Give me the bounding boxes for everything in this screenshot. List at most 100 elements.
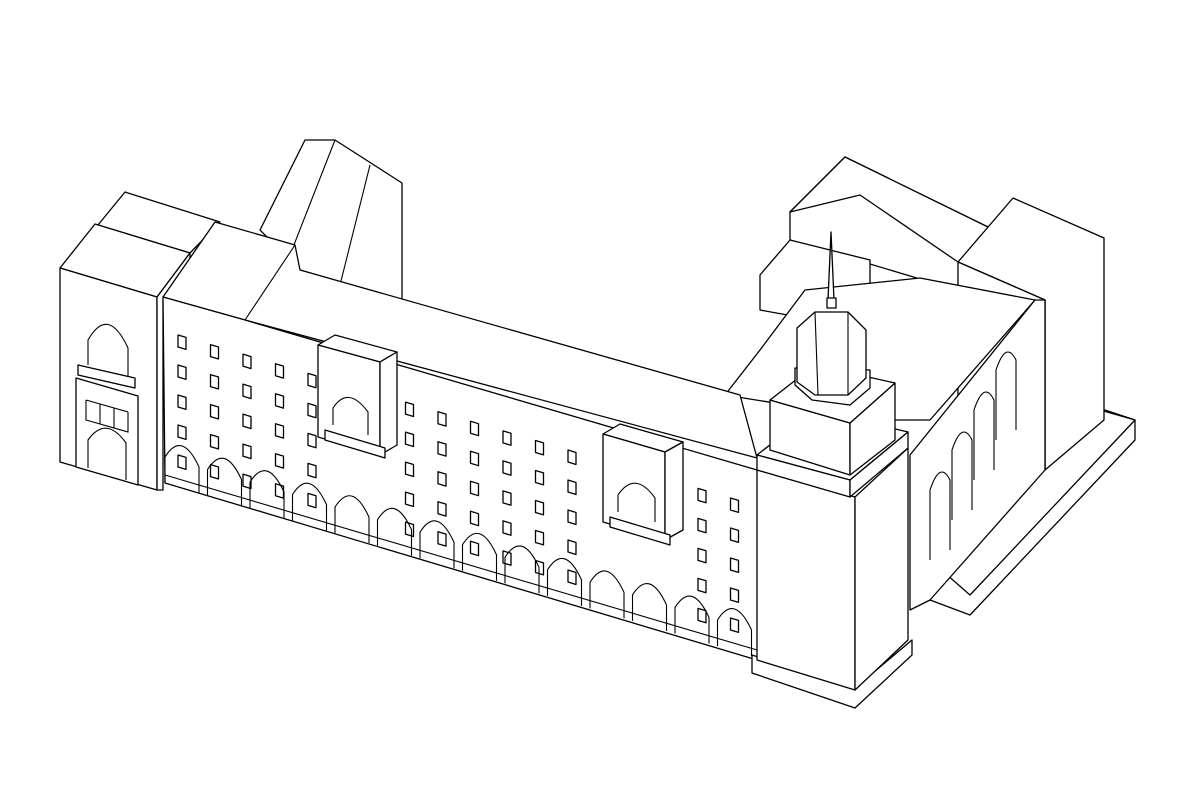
window <box>276 424 284 438</box>
window <box>568 450 576 464</box>
window <box>731 528 739 542</box>
window <box>731 498 739 512</box>
dormer-1-arch <box>333 397 368 435</box>
window <box>178 365 186 379</box>
right-wing-arch <box>996 352 1016 440</box>
left-door-arch <box>88 428 126 480</box>
window <box>178 395 186 409</box>
window <box>471 541 479 555</box>
window <box>276 364 284 378</box>
arcade-arch <box>335 496 369 543</box>
dome-facets <box>815 312 848 395</box>
window <box>568 480 576 494</box>
window <box>438 472 446 486</box>
window <box>211 435 219 449</box>
window <box>178 455 186 469</box>
window <box>178 335 186 349</box>
left-upper-arch <box>88 324 128 378</box>
left-end-block <box>60 192 220 490</box>
main-block <box>163 222 1016 669</box>
window <box>178 425 186 439</box>
arcade-arch <box>208 458 242 505</box>
right-wing-arch <box>974 392 994 480</box>
window <box>731 588 739 602</box>
arcade-arch <box>505 546 539 593</box>
arcade-arch <box>633 584 667 631</box>
window <box>243 384 251 398</box>
window <box>568 570 576 584</box>
window <box>406 522 414 536</box>
window <box>406 492 414 506</box>
window <box>211 405 219 419</box>
window <box>211 375 219 389</box>
left-door-frame <box>76 378 138 485</box>
dormer-2-balcony <box>610 517 670 545</box>
window <box>698 488 706 502</box>
window <box>536 470 544 484</box>
window <box>471 511 479 525</box>
window <box>406 402 414 416</box>
left-balcony <box>78 365 135 388</box>
tower-front <box>757 470 855 690</box>
arcade <box>165 352 1016 669</box>
window <box>503 491 511 505</box>
back-tall-block-edges <box>290 140 370 285</box>
window <box>243 474 251 488</box>
window <box>211 345 219 359</box>
dormer-2 <box>603 424 683 545</box>
tower-side <box>855 448 908 690</box>
window <box>536 500 544 514</box>
window <box>503 461 511 475</box>
arcade-arch <box>293 483 327 530</box>
window <box>503 551 511 565</box>
arcade-base-line <box>165 475 757 650</box>
window <box>731 618 739 632</box>
dormer-1-side <box>380 352 397 455</box>
window <box>698 578 706 592</box>
window <box>406 462 414 476</box>
window <box>243 354 251 368</box>
window <box>243 444 251 458</box>
arcade-arch <box>718 609 752 656</box>
window <box>308 463 316 477</box>
window <box>438 412 446 426</box>
arcade-arch <box>420 521 454 568</box>
window <box>308 373 316 387</box>
right-wing-arch <box>952 432 972 520</box>
arcade-arch <box>378 508 412 555</box>
dormer-1-balcony <box>325 430 385 458</box>
window <box>471 481 479 495</box>
window <box>698 518 706 532</box>
arcade-arch <box>250 471 284 518</box>
window <box>503 431 511 445</box>
arcade-arch <box>675 596 709 643</box>
dormer-2-arch <box>618 483 655 522</box>
left-door-windows <box>86 400 128 432</box>
corner-tower <box>752 232 912 708</box>
right-wing-arch <box>930 472 950 560</box>
arcade-arch <box>463 533 497 580</box>
arcade-arch <box>548 558 582 605</box>
spire-base <box>827 298 836 308</box>
window <box>536 530 544 544</box>
window <box>471 421 479 435</box>
arcade-arch <box>165 446 199 493</box>
window <box>731 558 739 572</box>
arcade-arch <box>590 571 624 618</box>
window <box>406 432 414 446</box>
window <box>308 403 316 417</box>
dormer-1 <box>318 335 397 458</box>
window <box>471 451 479 465</box>
window <box>308 493 316 507</box>
window <box>211 465 219 479</box>
window <box>276 484 284 498</box>
dome <box>797 312 866 395</box>
roof-edge <box>245 245 295 320</box>
window <box>698 608 706 622</box>
window <box>243 414 251 428</box>
right-wing-arcade-face <box>910 300 1045 610</box>
window <box>438 502 446 516</box>
dormer-2-side <box>665 442 683 540</box>
